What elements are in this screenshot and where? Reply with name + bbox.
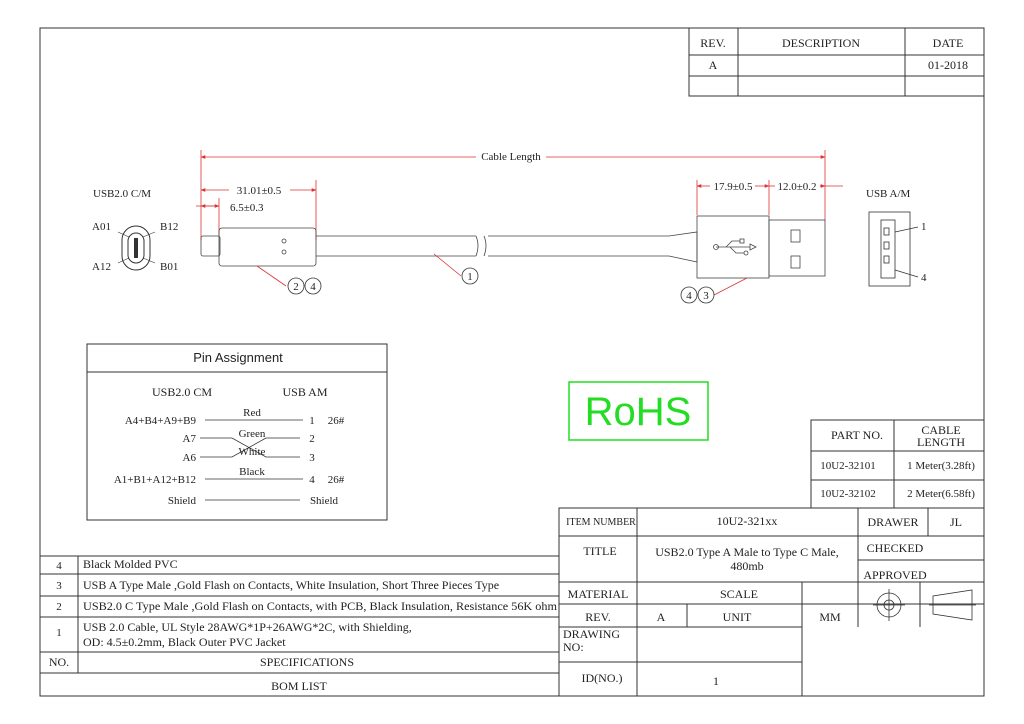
pin-row-wire: Green (239, 428, 266, 440)
description-header: DESCRIPTION (782, 36, 860, 50)
balloons (287, 267, 715, 304)
bom-no-header: NO. (49, 655, 69, 669)
pin-col-cm: USB2.0 CM (152, 385, 212, 399)
length-header-2: LENGTH (917, 435, 965, 449)
pin-row-pin: 2 (309, 433, 315, 445)
usb-c-label: USB2.0 C/M (93, 188, 151, 200)
bom-footer: BOM LIST (271, 679, 327, 693)
rev-header: REV. (700, 36, 725, 50)
pin-row-wire: White (239, 446, 266, 458)
usb-a-pin4: 4 (921, 272, 927, 284)
usb-a-label: USB A/M (866, 188, 911, 200)
usb-a-pin1: 1 (921, 221, 927, 233)
id-value: 1 (713, 674, 719, 688)
bom-spec-line2: OD: 4.5±0.2mm, Black Outer PVC Jacket (83, 635, 286, 649)
balloon-leaders (256, 253, 748, 296)
unit-label: UNIT (723, 610, 752, 624)
pin-row-pin: 1 (309, 415, 315, 427)
pin-row-wire: Black (239, 466, 265, 478)
bom-no: 1 (56, 627, 62, 639)
rev-label: REV. (585, 610, 610, 624)
pin-assignment-box (86, 343, 388, 521)
title-line2: 480mb (730, 559, 763, 573)
title-line1: USB2.0 Type A Male to Type C Male, (655, 545, 839, 559)
bom-table (40, 555, 559, 674)
drawer-value: JL (950, 515, 962, 529)
revision-table (688, 27, 985, 97)
pin-row-pin: 3 (309, 452, 315, 464)
projection-symbol (873, 589, 976, 621)
pin-row-left: Shield (168, 495, 197, 507)
pin-row-left: A7 (183, 433, 197, 445)
pin-row-left: A6 (183, 452, 197, 464)
pin-row-awg: 26# (328, 415, 345, 427)
bom-spec: USB2.0 C Type Male ,Gold Flash on Contac… (83, 599, 558, 613)
balloon-2: 2 (293, 281, 299, 293)
rohs-text: RoHS (585, 390, 692, 434)
part-no-header: PART NO. (831, 428, 883, 442)
balloon-4b: 4 (686, 290, 692, 302)
drawing-no-line1: DRAWING (563, 627, 620, 641)
bom-spec: Black Molded PVC (83, 557, 178, 571)
dimension-lines (196, 150, 843, 240)
rev-value: A (709, 58, 718, 72)
bom-spec: USB 2.0 Cable, UL Style 28AWG*1P+26AWG*2… (83, 620, 412, 634)
drawer-label: DRAWER (867, 515, 918, 529)
title-block (558, 507, 985, 697)
pin-row-wire: Red (243, 407, 261, 419)
pin-row-left: A1+B1+A12+B12 (114, 474, 196, 486)
pin-col-am: USB AM (282, 385, 327, 399)
pin-row-left: A4+B4+A9+B9 (125, 415, 197, 427)
date-value: 01-2018 (928, 58, 968, 72)
date-header: DATE (933, 36, 964, 50)
cable-length-label: Cable Length (481, 151, 541, 163)
part-row-part: 10U2-32102 (820, 488, 876, 500)
pin-wires (200, 419, 303, 501)
pin-b01: B01 (160, 261, 178, 273)
drawing-no-line2: NO: (563, 640, 584, 654)
bom-no: 2 (56, 601, 62, 613)
part-row-length: 1 Meter(3.28ft) (907, 460, 975, 472)
approved-label: APPROVED (863, 568, 927, 582)
scale-label: SCALE (720, 587, 758, 601)
pin-row-pin: Shield (310, 495, 339, 507)
rev-value: A (657, 610, 666, 624)
bom-no: 3 (56, 580, 62, 592)
dim-17-9: 17.9±0.5 (713, 181, 753, 193)
bom-no: 4 (56, 560, 62, 572)
pin-row-pin: 4 (309, 474, 315, 486)
balloon-1: 1 (467, 271, 473, 283)
item-number-label: ITEM NUMBER (566, 517, 636, 528)
rohs-box (568, 381, 709, 441)
part-row-part: 10U2-32101 (820, 460, 876, 472)
drawing-border (39, 27, 985, 697)
balloon-3: 3 (703, 290, 709, 302)
bom-spec-header: SPECIFICATIONS (260, 655, 354, 669)
dim-12: 12.0±0.2 (777, 181, 816, 193)
pin-a12: A12 (92, 261, 111, 273)
balloon-4: 4 (310, 281, 316, 293)
pin-b12: B12 (160, 221, 178, 233)
cable-assembly (200, 215, 826, 279)
item-number: 10U2-321xx (717, 514, 778, 528)
title-label: TITLE (583, 544, 616, 558)
part-row-length: 2 Meter(6.58ft) (907, 488, 975, 500)
bom-spec: USB A Type Male ,Gold Flash on Contacts,… (83, 578, 499, 592)
pin-assignment-title: Pin Assignment (193, 350, 283, 365)
length-header-1: CABLE (921, 423, 960, 437)
pin-a01: A01 (92, 221, 111, 233)
unit-value: MM (819, 610, 841, 624)
checked-label: CHECKED (867, 541, 924, 555)
dim-31: 31.01±0.5 (237, 185, 282, 197)
material-label: MATERIAL (568, 587, 629, 601)
id-label: ID(NO.) (582, 671, 623, 685)
part-table (810, 419, 985, 509)
pin-row-awg: 26# (328, 474, 345, 486)
dim-6-5: 6.5±0.3 (230, 202, 264, 214)
usb-c-end-view (117, 225, 156, 271)
usb-trident-icon (713, 238, 757, 256)
usb-a-end-view (868, 211, 919, 287)
